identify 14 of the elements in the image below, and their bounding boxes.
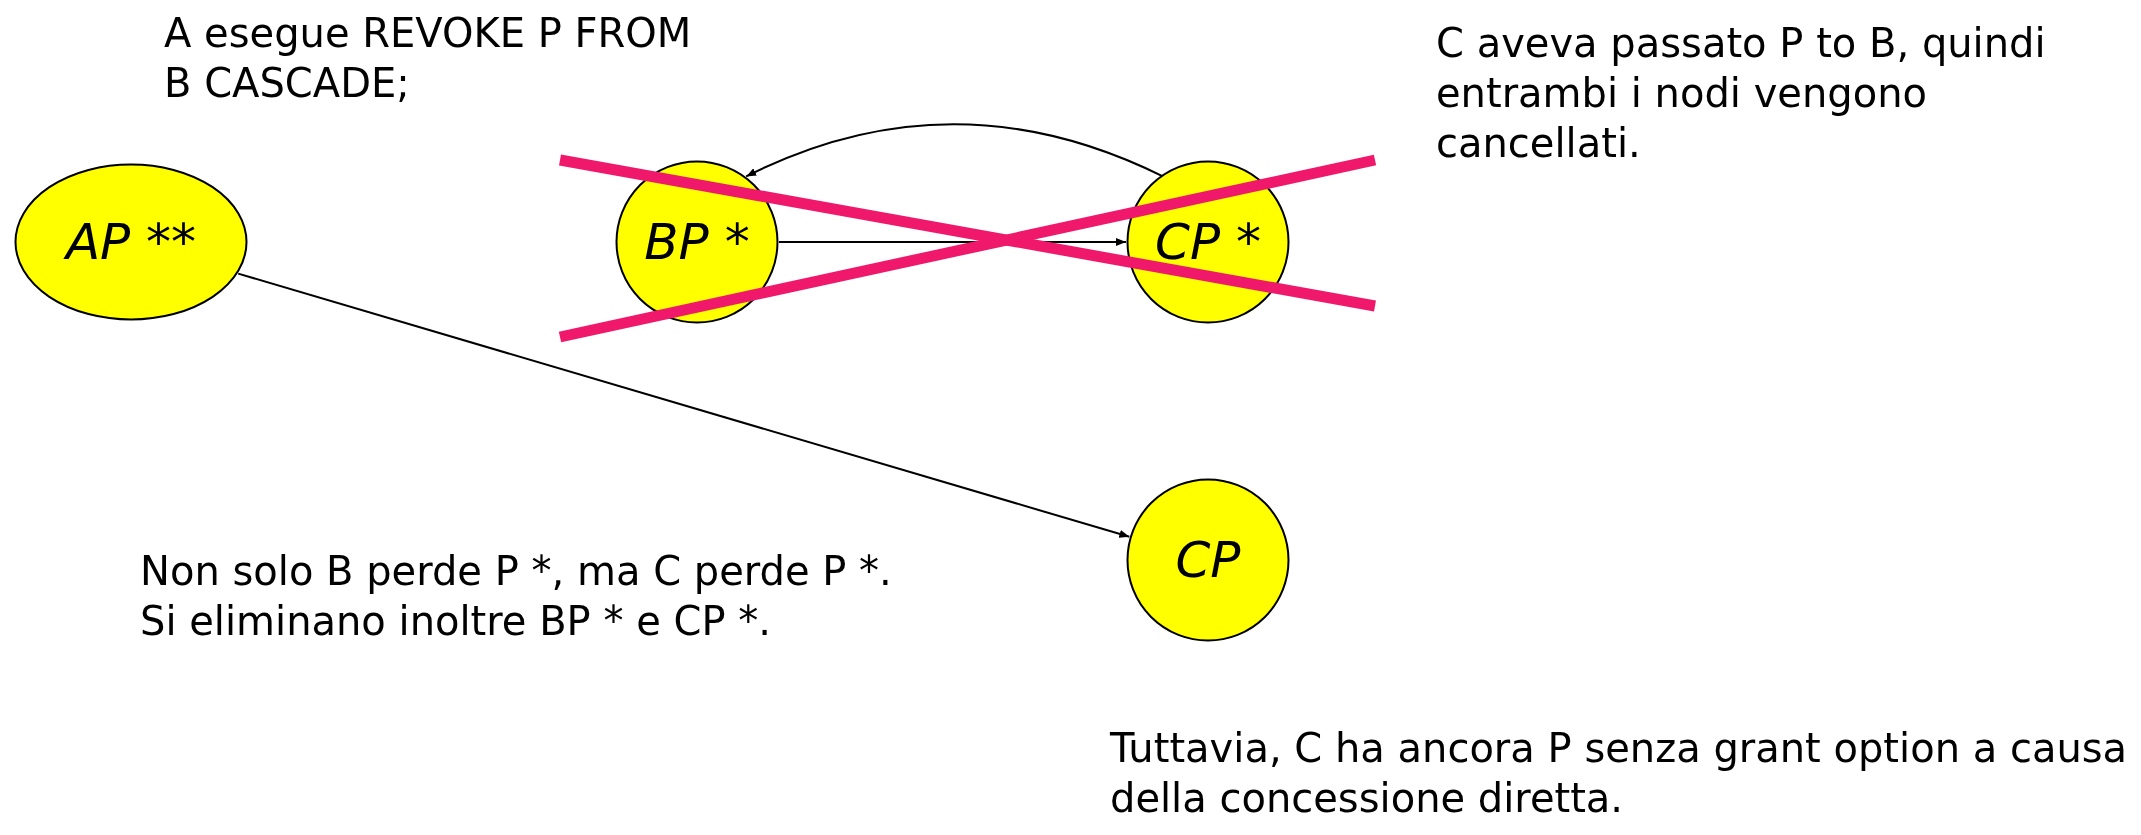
circle-node bbox=[1126, 160, 1290, 324]
note-text: C aveva passato P to B, quindi entrambi i nodi vengono cancellati. bbox=[1436, 19, 2047, 168]
node-label: BP * bbox=[644, 213, 750, 271]
arrow bbox=[745, 123, 1164, 178]
note-text: Tuttavia, C ha ancora P senza grant option a causa della concessione diretta. bbox=[1110, 724, 2129, 823]
note-text: Non solo B perde P *, ma C perde P *. Si eliminano inoltre BP * e CP *. bbox=[140, 547, 893, 646]
node-label: AP ** bbox=[65, 213, 197, 271]
arrow bbox=[237, 272, 1131, 538]
note-text: A esegue REVOKE P FROM B CASCADE; bbox=[164, 9, 693, 108]
node-label: CP * bbox=[1155, 213, 1261, 271]
circle-node bbox=[1126, 478, 1290, 642]
circle-node bbox=[615, 160, 779, 324]
ellipse-node bbox=[14, 163, 248, 321]
node-label: CP bbox=[1175, 531, 1241, 589]
